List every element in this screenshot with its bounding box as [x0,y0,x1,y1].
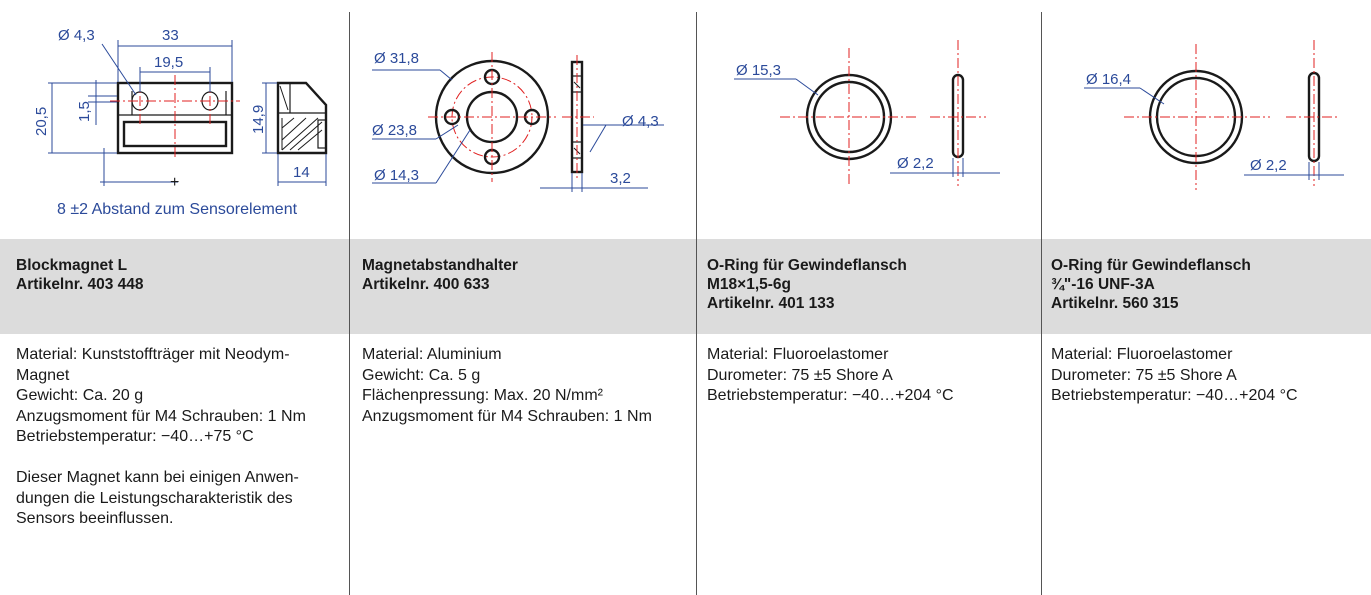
dim-side-depth-label: 14 [293,164,310,181]
spec-line: Material: Fluoroelastomer [707,346,889,363]
thread-spec: ¾"-16 UNF-3A [1051,276,1155,293]
product-name: Magnetabstandhalter [362,257,518,274]
magnet-insert [122,120,228,148]
svg-text:+: + [170,174,179,191]
column-divider [1041,12,1042,595]
product-title-oring-1: O-Ring für Gewindeflansch M18×1,5-6g Art… [707,256,907,313]
dim-width-label: 33 [162,27,179,44]
spec-line: Material: Fluoroelastomer [1051,346,1233,363]
dim-thickness-label: 3,2 [610,170,631,187]
sensor-distance-caption: 8 ±2 Abstand zum Sensorelement [57,201,298,218]
dim-cross-section-label: Ø 2,2 [897,155,934,172]
spec-line: Flächenpressung: Max. 20 N/mm² [362,387,603,404]
dim-outer-diameter-label: Ø 31,8 [374,50,419,67]
spec-line: Anzugsmoment für M4 Schrauben: 1 Nm [362,407,652,425]
dim-cross-section-label: Ø 2,2 [1250,157,1287,174]
dim-inner-diameter-label: Ø 14,3 [374,167,419,184]
spec-line: Anzugsmoment für M4 Schrauben: 1 Nm [16,407,306,425]
dim-bolt-circle-label: Ø 23,8 [372,122,417,139]
product-title-oring-2: O-Ring für Gewindeflansch ¾"-16 UNF-3A A… [1051,256,1251,313]
product-title-blockmagnet: Blockmagnet L Artikelnr. 403 448 [16,256,144,294]
specs-oring-2: Material: Fluoroelastomer Durometer: 75 … [1051,345,1298,407]
dim-hole-diameter-label: Ø 4,3 [58,27,95,44]
specs-oring-1: Material: Fluoroelastomer Durometer: 75 … [707,345,954,407]
spec-line: Material: Aluminium [362,346,502,363]
article-number: Artikelnr. 403 448 [16,276,144,293]
title-band [0,239,1371,334]
dim-oring-diameter-label: Ø 16,4 [1086,71,1131,88]
product-name: O-Ring für Gewindeflansch [1051,257,1251,274]
dim-hole-label: Ø 4,3 [622,113,659,130]
specs-blockmagnet: Material: Kunststoffträger mit Neodym- M… [16,345,306,530]
dim-height-label: 20,5 [33,107,50,136]
product-name: O-Ring für Gewindeflansch [707,257,907,274]
drawing-blockmagnet: 33 19,5 Ø 4,3 20,5 1,5 + [33,27,328,191]
column-divider [349,12,350,595]
spec-line: Gewicht: Ca. 20 g [16,387,144,404]
drawing-oring-1: Ø 15,3 Ø 2,2 [734,40,1000,186]
product-title-spacer: Magnetabstandhalter Artikelnr. 400 633 [362,256,518,294]
spec-line: Gewicht: Ca. 5 g [362,366,481,384]
spec-line: Betriebstemperatur: −40…+75 °C [16,428,254,445]
article-number: Artikelnr. 401 133 [707,295,835,312]
note-line: Sensors beeinflussen. [16,510,174,527]
dim-side-height-label: 14,9 [250,105,267,134]
thread-spec: M18×1,5-6g [707,276,792,293]
spec-line: Betriebstemperatur: −40…+204 °C [707,387,954,404]
specs-spacer: Material: Aluminium Gewicht: Ca. 5 g Flä… [362,345,652,427]
spec-line: Durometer: 75 ±5 Shore A [707,366,893,384]
spec-line: Material: Kunststoffträger mit Neodym- [16,346,290,363]
drawing-spacer: Ø 31,8 Ø 23,8 Ø 14,3 Ø 4,3 3,2 [372,50,664,192]
column-divider [696,12,697,595]
spec-line: Magnet [16,366,70,384]
article-number: Artikelnr. 400 633 [362,276,490,293]
drawing-oring-2: Ø 16,4 Ø 2,2 [1084,40,1344,190]
spec-line: Durometer: 75 ±5 Shore A [1051,366,1237,384]
product-name: Blockmagnet L [16,257,128,274]
dim-oring-diameter-label: Ø 15,3 [736,62,781,79]
technical-drawings: 33 19,5 Ø 4,3 20,5 1,5 + [33,27,1344,192]
leader-line [101,43,137,96]
spacer [16,448,306,469]
note-line: Dieser Magnet kann bei einigen Anwen- [16,469,299,486]
note-line: dungen die Leistungscharakteristik des [16,489,293,507]
spec-line: Betriebstemperatur: −40…+204 °C [1051,387,1298,404]
article-number: Artikelnr. 560 315 [1051,295,1179,312]
dim-offset-label: 1,5 [76,101,93,122]
dim-hole-spacing-label: 19,5 [154,54,183,71]
magnet-side-view [276,81,328,155]
